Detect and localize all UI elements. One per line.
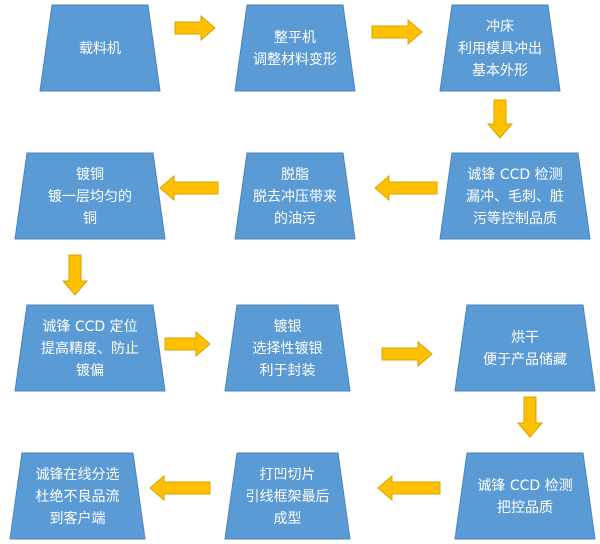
flow-arrow-n11-n12 xyxy=(149,474,211,502)
process-step-label: 诚锋 CCD 定位 xyxy=(42,319,137,335)
process-step-label: 的油污 xyxy=(274,211,316,227)
process-step-label: 成型 xyxy=(274,511,302,527)
process-step-label: 镀铜 xyxy=(76,166,104,183)
process-step-shape xyxy=(234,4,356,92)
process-step-label: 到客户端 xyxy=(50,510,106,527)
process-step-label: 便于产品储藏 xyxy=(483,352,567,368)
process-step-shape xyxy=(14,304,166,392)
process-step-n1: 载料机 xyxy=(39,4,161,92)
flow-arrow-n5-n6 xyxy=(159,174,219,202)
process-step-label: 基本外形 xyxy=(472,62,528,79)
flow-arrow-n9-n10 xyxy=(516,396,544,438)
process-step-shape xyxy=(9,452,146,540)
process-step-label: 打凹切片 xyxy=(260,466,316,483)
process-step-label: 把控品质 xyxy=(497,500,553,516)
arrows-layer xyxy=(61,14,544,502)
flow-arrow-n6-n7 xyxy=(61,254,89,296)
process-step-label: 整平机 xyxy=(274,30,316,46)
process-step-shape xyxy=(224,452,351,540)
process-step-label: 冲床 xyxy=(486,19,514,35)
process-step-label: 漏冲、毛刺、脏 xyxy=(466,189,564,205)
flow-arrow-n4-n5 xyxy=(374,174,438,202)
process-step-label: 调整材料变形 xyxy=(253,52,337,68)
process-step-shape xyxy=(439,4,561,92)
process-step-label: 铜 xyxy=(83,211,97,227)
process-step-shape xyxy=(454,304,596,392)
process-step-shape xyxy=(454,452,596,540)
process-step-label: 载料机 xyxy=(79,41,121,57)
process-step-shape xyxy=(14,152,166,240)
process-step-label: 诚锋 CCD 检测 xyxy=(477,478,572,494)
process-step-label: 引线框架最后 xyxy=(246,489,330,505)
process-step-label: 镀银 xyxy=(274,318,302,335)
process-step-label: 脱脂 xyxy=(281,167,309,183)
flow-arrow-n7-n8 xyxy=(164,330,211,358)
process-step-label: 镀偏 xyxy=(76,362,104,379)
process-step-label: 污等控制品质 xyxy=(473,210,557,227)
process-step-shape xyxy=(439,152,591,240)
process-step-label: 诚锋在线分选 xyxy=(36,467,120,483)
process-step-label: 选择性镀银 xyxy=(253,340,323,357)
flow-arrow-n10-n11 xyxy=(377,474,441,502)
process-step-shape xyxy=(39,4,161,92)
process-step-shape xyxy=(224,304,351,392)
process-step-label: 镀一层均匀的 xyxy=(48,188,132,205)
process-step-label: 提高精度、防止 xyxy=(41,340,139,357)
process-step-shape xyxy=(234,152,356,240)
process-step-label: 烘干 xyxy=(511,330,539,346)
process-step-label: 利于封装 xyxy=(260,363,316,379)
process-step-label: 杜绝不良品流 xyxy=(36,489,120,505)
flow-arrow-n3-n4 xyxy=(486,99,514,139)
process-step-label: 利用模具冲出 xyxy=(458,41,542,57)
process-step-label: 诚锋 CCD 检测 xyxy=(467,167,562,183)
flow-arrow-n1-n2 xyxy=(174,14,216,42)
flow-arrow-n2-n3 xyxy=(371,18,423,46)
process-step-label: 脱去冲压带来 xyxy=(253,189,337,205)
flow-arrow-n8-n9 xyxy=(381,340,433,368)
